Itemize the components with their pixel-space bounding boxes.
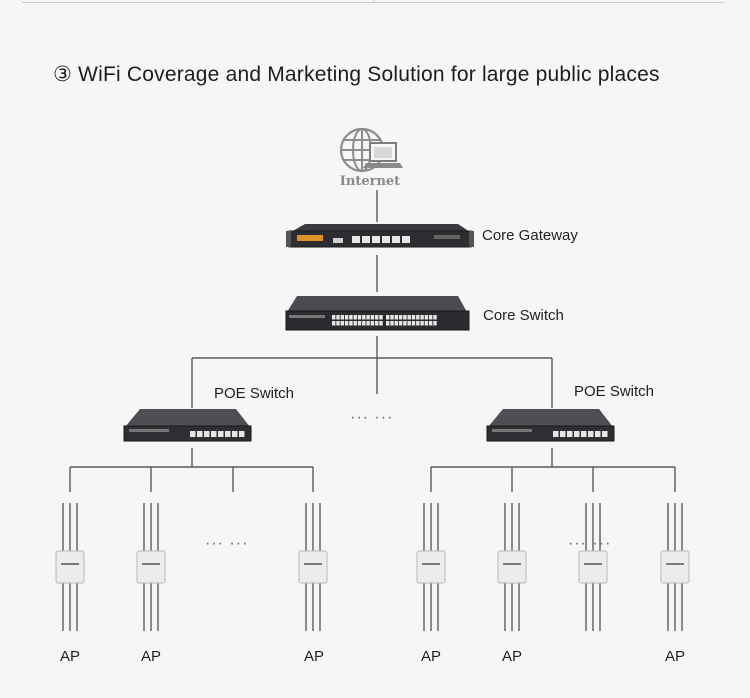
core-switch-label: Core Switch	[483, 307, 564, 324]
ap-device-icon	[298, 503, 328, 631]
ap-ellipsis-right: ··· ···	[568, 535, 612, 552]
poe-switch-right-label: POE Switch	[574, 383, 655, 400]
ap-label-1: AP	[59, 648, 80, 665]
internet-globe-icon	[339, 127, 403, 173]
access-points	[55, 503, 690, 631]
poe-switch-left-label: POE Switch	[214, 385, 295, 402]
ap-label-3: AP	[303, 648, 324, 665]
connection-lines	[69, 190, 676, 492]
ap-device-icon	[416, 503, 446, 631]
internet-label: Internet	[340, 174, 400, 189]
ap-label-2: AP	[140, 648, 161, 665]
core-switch-ports	[332, 315, 437, 326]
ap-device-icon	[55, 503, 85, 631]
ap-device-icon	[136, 503, 166, 631]
ap-ellipsis-left: ··· ···	[205, 535, 249, 552]
poe-switch-left-icon	[123, 409, 252, 442]
ap-device-icon	[578, 503, 608, 631]
ap-label-4: AP	[420, 648, 441, 665]
rack-switch-icon	[285, 296, 470, 331]
gateway-ports	[352, 236, 410, 243]
middle-ellipsis: ··· ···	[350, 409, 394, 426]
top-divider-tick	[373, 0, 374, 3]
diagram-title: ③ WiFi Coverage and Marketing Solution f…	[53, 63, 660, 86]
ap-label-6: AP	[664, 648, 685, 665]
ap-label-5: AP	[501, 648, 522, 665]
ap-device-icon	[660, 503, 690, 631]
rack-gateway-icon	[286, 224, 474, 248]
core-gateway-label: Core Gateway	[482, 227, 578, 244]
poe-switch-right-icon	[486, 409, 615, 442]
ap-device-icon	[497, 503, 527, 631]
